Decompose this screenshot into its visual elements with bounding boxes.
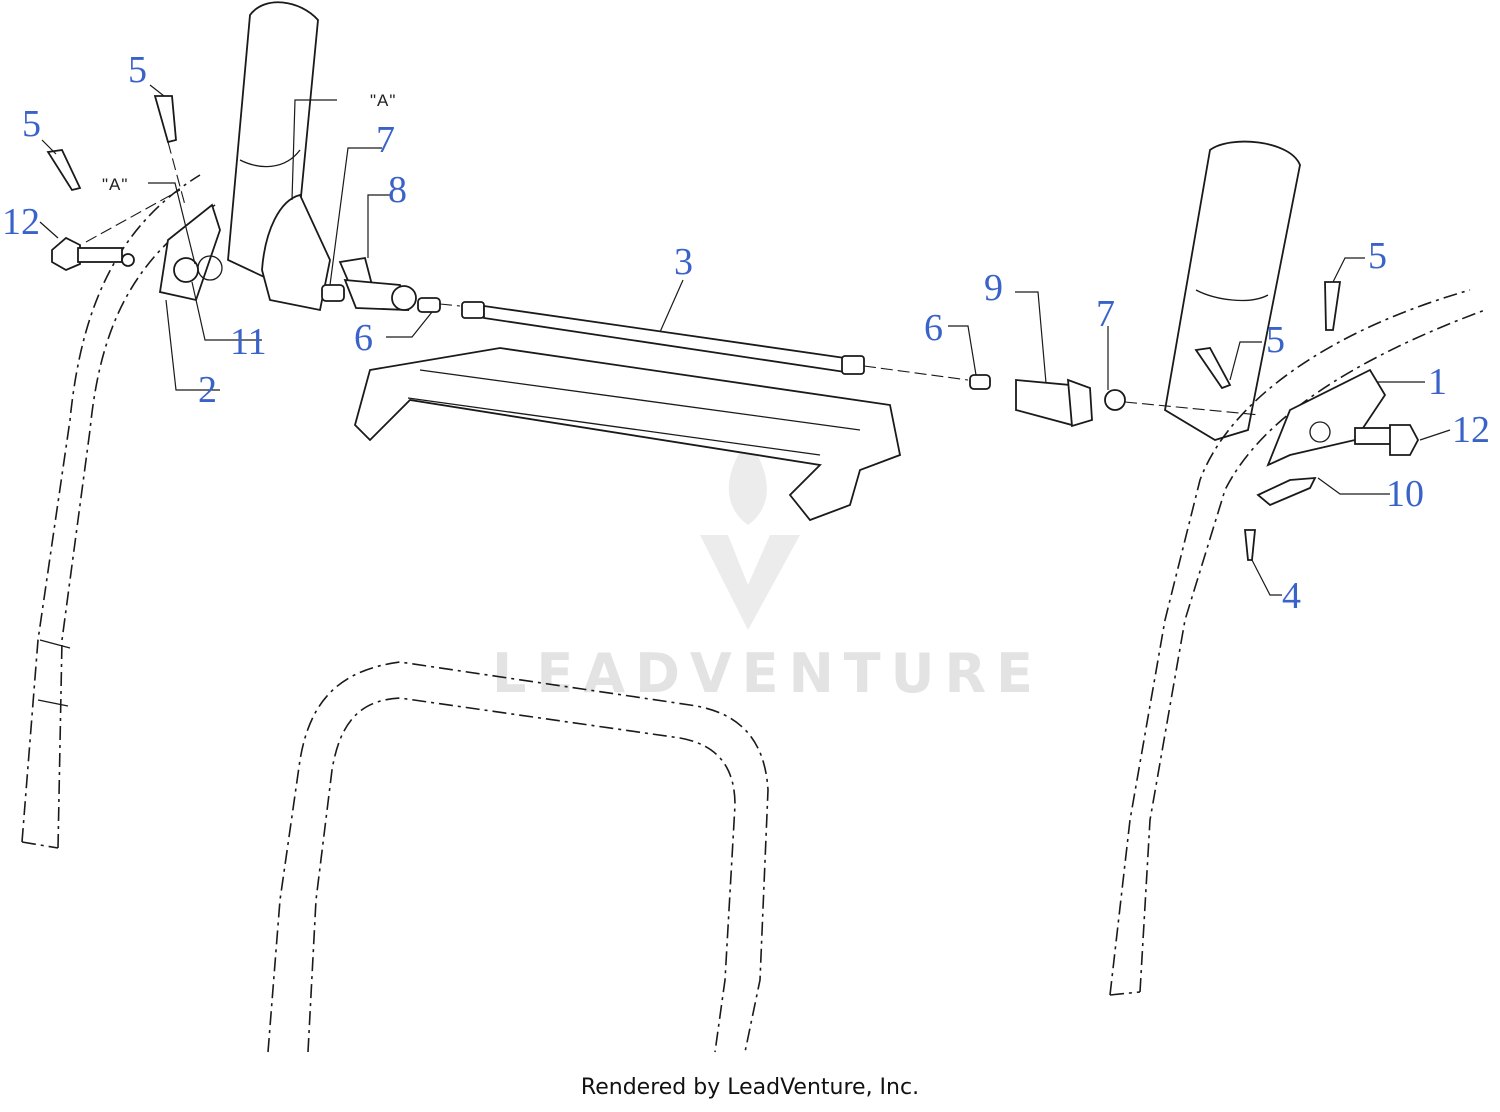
right-parts-6-9-7 (969, 374, 1126, 428)
leader-lines (39, 84, 1451, 596)
lower-frame (267, 661, 769, 1053)
left-parts-8-7-6 (321, 256, 441, 313)
callout-12-right: 12 (1452, 409, 1490, 451)
callout-11: 11 (230, 321, 267, 363)
left-bracket (158, 193, 331, 312)
rod (461, 301, 865, 375)
callout-5-right-top: 5 (1368, 235, 1387, 277)
callout-2: 2 (198, 369, 217, 411)
callout-12-left: 12 (2, 201, 40, 243)
reference-mark-a-lower: "A" (102, 175, 128, 194)
callout-7-right: 7 (1096, 293, 1115, 335)
left-handle (21, 174, 216, 849)
callout-9: 9 (984, 267, 1003, 309)
callout-5-left: 5 (22, 103, 41, 145)
callout-8: 8 (388, 169, 407, 211)
callout-1: 1 (1428, 361, 1447, 403)
callout-7-left: 7 (376, 119, 395, 161)
callout-10: 10 (1386, 473, 1424, 515)
callout-4: 4 (1282, 575, 1301, 617)
callout-5-right-mid: 5 (1266, 319, 1285, 361)
watermark-text: LEADVENTURE (492, 642, 1043, 705)
reference-mark-a-upper: "A" (370, 91, 396, 110)
callout-6-right: 6 (924, 307, 943, 349)
left-screws (46, 95, 177, 192)
center-frame (353, 347, 902, 522)
right-bracket (1194, 281, 1420, 561)
right-upper-tube (1164, 140, 1301, 441)
watermark-logo (700, 440, 800, 630)
callout-5-top: 5 (128, 49, 147, 91)
left-carriage-bolt (51, 236, 135, 272)
callout-6-left: 6 (354, 317, 373, 359)
callout-3: 3 (674, 241, 693, 283)
footer-credit: Rendered by LeadVenture, Inc. (580, 1075, 920, 1100)
